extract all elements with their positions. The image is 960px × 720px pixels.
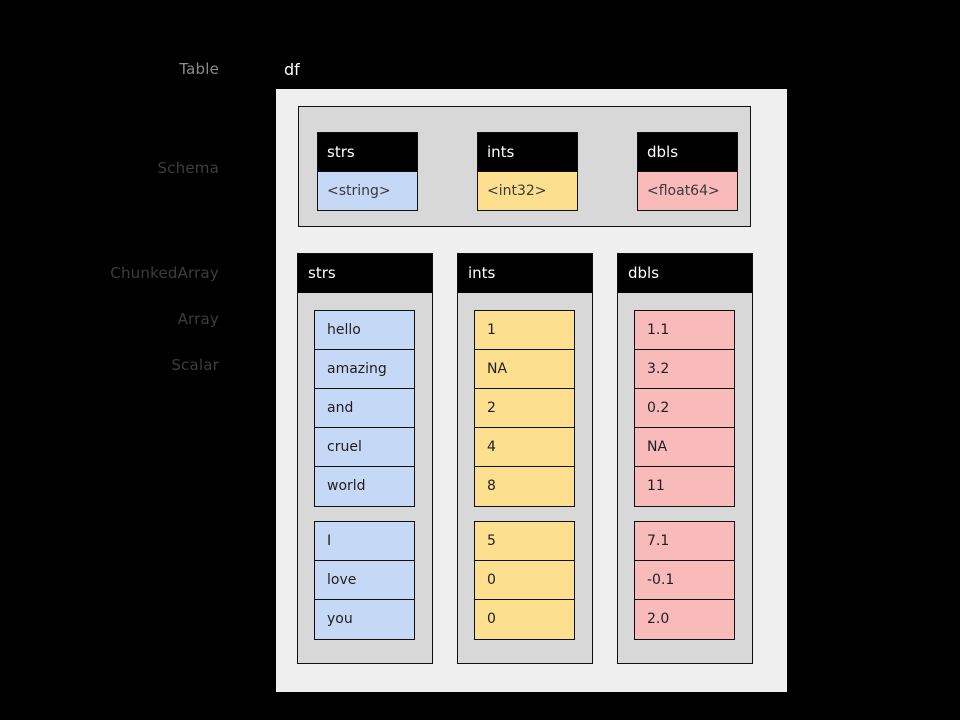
chunkedarray-column-dbls[interactable]: dbls 1.1 3.2 0.2 NA 11 7.1 -0.1 2.0 [617,253,753,664]
schema-field-type: <float64> [638,171,737,210]
schema-field-dbls[interactable]: dbls <float64> [637,132,738,211]
gutter-label-schema: Schema [157,159,219,177]
arrow-schema [245,163,272,173]
scalar-cell[interactable]: love [315,561,414,600]
gutter-label-chunkedarray: ChunkedArray [110,264,219,282]
scalar-cell[interactable]: 2.0 [635,600,734,639]
chunkedarray-column-ints[interactable]: ints 1 NA 2 4 8 5 0 0 [457,253,593,664]
scalar-cell[interactable]: I [315,522,414,561]
scalar-cell[interactable]: 7.1 [635,522,734,561]
scalar-cell[interactable]: world [315,467,414,506]
scalar-cell[interactable]: 8 [475,467,574,506]
scalar-cell[interactable]: -0.1 [635,561,734,600]
column-header: ints [458,254,592,293]
scalar-cell[interactable]: 11 [635,467,734,506]
scalar-cell[interactable]: hello [315,311,414,350]
table-name-df: df [284,60,300,79]
schema-field-name: ints [478,133,577,171]
schema-field-name: dbls [638,133,737,171]
schema-field-type: <int32> [478,171,577,210]
column-header: dbls [618,254,752,293]
scalar-cell[interactable]: and [315,389,414,428]
scalar-cell[interactable]: 0.2 [635,389,734,428]
scalar-cell[interactable]: 5 [475,522,574,561]
scalar-cell[interactable]: cruel [315,428,414,467]
gutter-label-scalar: Scalar [171,356,219,374]
schema-field-name: strs [318,133,417,171]
array-chunk[interactable]: 1.1 3.2 0.2 NA 11 [634,310,735,507]
scalar-cell[interactable]: amazing [315,350,414,389]
schema-field-ints[interactable]: ints <int32> [477,132,578,211]
scalar-cell[interactable]: 0 [475,561,574,600]
scalar-cell[interactable]: 0 [475,600,574,639]
array-chunk[interactable]: 1 NA 2 4 8 [474,310,575,507]
scalar-cell[interactable]: 1 [475,311,574,350]
schema-field-strs[interactable]: strs <string> [317,132,418,211]
scalar-cell[interactable]: 3.2 [635,350,734,389]
scalar-cell[interactable]: you [315,600,414,639]
gutter-label-array: Array [177,310,219,328]
array-chunk[interactable]: 7.1 -0.1 2.0 [634,521,735,640]
array-chunk[interactable]: hello amazing and cruel world [314,310,415,507]
schema-box: strs <string> ints <int32> dbls <float64… [298,106,751,227]
scalar-cell[interactable]: NA [635,428,734,467]
scalar-cell[interactable]: 2 [475,389,574,428]
schema-field-type: <string> [318,171,417,210]
scalar-cell[interactable]: 1.1 [635,311,734,350]
gutter-label-table: Table [179,60,219,78]
scalar-cell[interactable]: NA [475,350,574,389]
scalar-cell[interactable]: 4 [475,428,574,467]
array-chunk[interactable]: 5 0 0 [474,521,575,640]
array-chunk[interactable]: I love you [314,521,415,640]
chunkedarray-column-strs[interactable]: strs hello amazing and cruel world I lov… [297,253,433,664]
column-header: strs [298,254,432,293]
